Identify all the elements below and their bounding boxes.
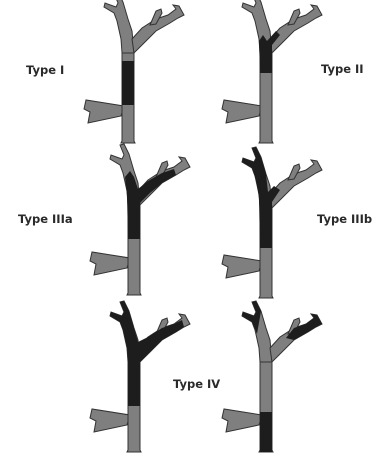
diagram-type-2: [222, 0, 322, 143]
diagram-type-3b: [222, 147, 322, 298]
diagram-type-4-right: [222, 301, 322, 452]
label-type-1: Type I: [26, 63, 64, 77]
tumor-region: [122, 61, 134, 105]
tumor-region: [242, 301, 322, 452]
diagram-type-1: [84, 0, 184, 143]
tumor-region: [242, 147, 280, 248]
label-type-3b: Type IIIb: [317, 212, 372, 226]
label-type-4: Type IV: [173, 377, 220, 391]
label-type-3a: Type IIIa: [18, 212, 73, 226]
label-type-2: Type II: [321, 62, 364, 76]
diagram-type-3a: [90, 144, 190, 295]
